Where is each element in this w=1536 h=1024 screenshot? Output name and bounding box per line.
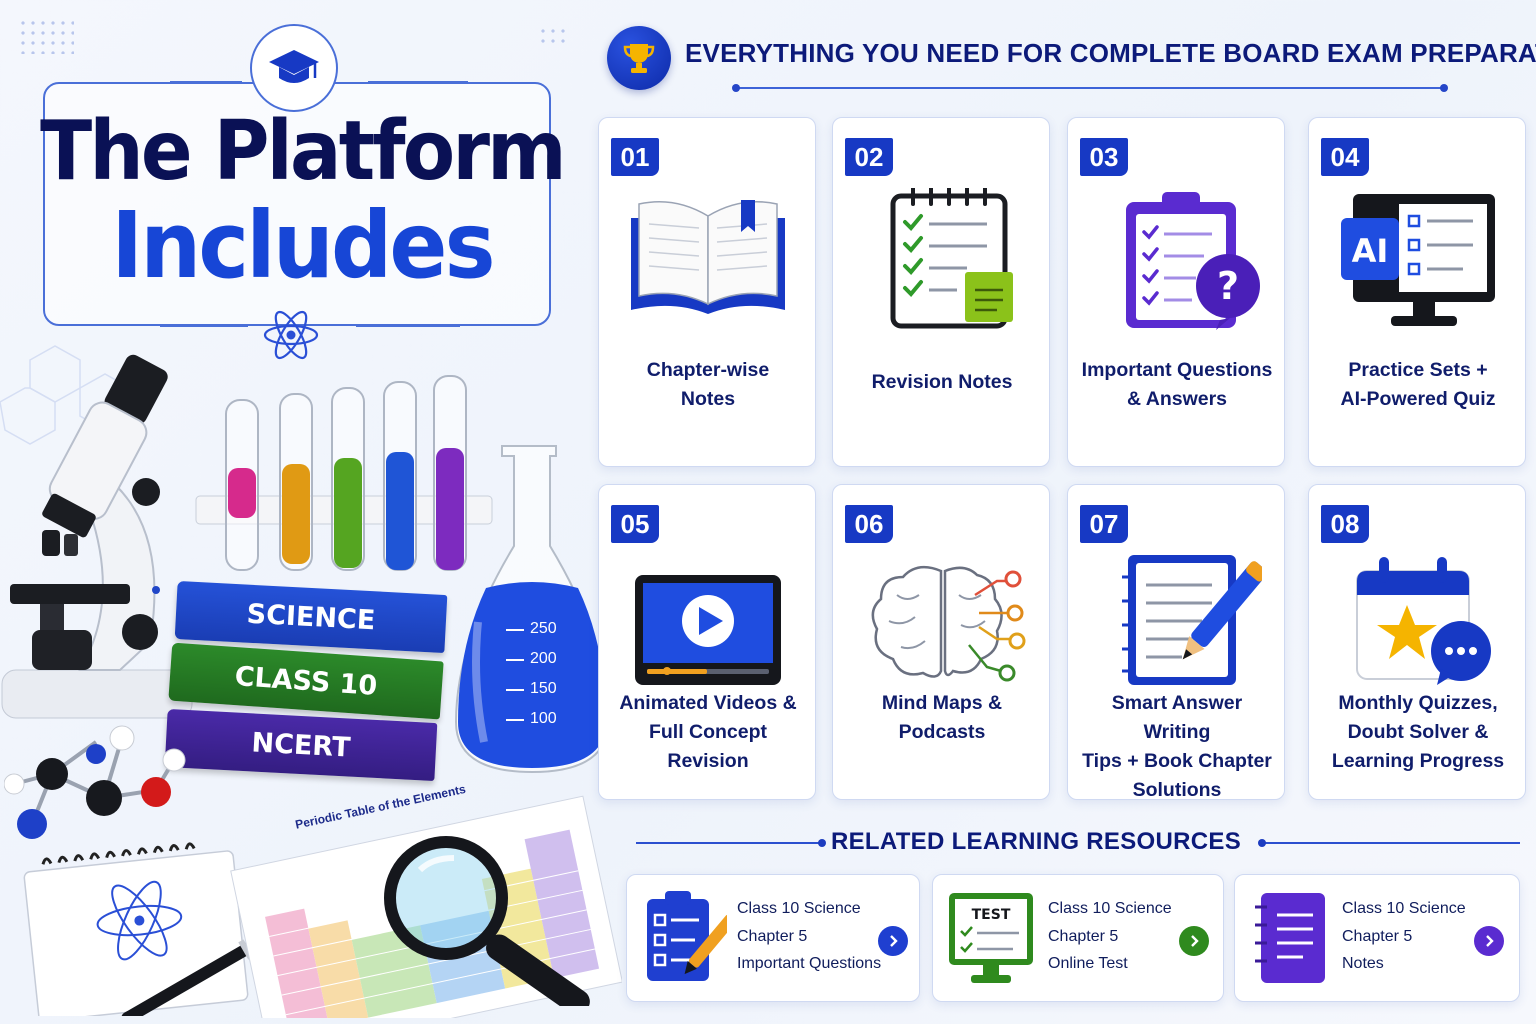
chevron-right-icon[interactable]: [878, 926, 908, 956]
card-number: 06: [845, 505, 893, 543]
related-rule-right: [1258, 839, 1520, 847]
microscope-illustration: [1, 354, 193, 719]
video-player-icon: [635, 575, 781, 685]
book-class10: CLASS 10: [168, 642, 444, 720]
hero-title-line1: The Platform: [40, 104, 566, 199]
chevron-right-icon[interactable]: [1179, 926, 1209, 956]
feature-card-05[interactable]: 05 Animated Videos & Full Concept Revisi…: [598, 484, 816, 800]
feature-card-04[interactable]: 04 AI Practice Sets + AI-Powered Quiz: [1308, 117, 1526, 467]
card-number: 02: [845, 138, 893, 176]
flask-mark: 200: [530, 650, 557, 667]
related-card-online-test[interactable]: TEST Class 10 Science Chapter 5 Online T…: [932, 874, 1224, 1002]
card-number: 07: [1080, 505, 1128, 543]
feature-card-08[interactable]: 08 Monthly Quizzes, Doubt Solver & Learn…: [1308, 484, 1526, 800]
notebook-icon: [1255, 893, 1325, 983]
magnifier-icon: [384, 836, 590, 1006]
atom-icon: [263, 310, 319, 360]
notepad-illustration: [23, 842, 262, 1016]
checklist-notebook-icon: [890, 188, 1013, 329]
chevron-right-icon[interactable]: [1474, 926, 1504, 956]
svg-text:?: ?: [1217, 264, 1239, 308]
clipboard-checklist-icon: [647, 891, 727, 981]
decor-dots: [538, 26, 568, 46]
header-rule: [732, 84, 1448, 92]
related-card-text: Class 10 Science Chapter 5 Online Test: [1048, 900, 1172, 972]
brain-map-icon: [871, 565, 1026, 682]
trophy-icon: [607, 26, 671, 90]
decor-dots: [18, 18, 74, 54]
card-number: 01: [611, 138, 659, 176]
card-label: Practice Sets + AI-Powered Quiz: [1340, 359, 1496, 410]
related-card-important-questions[interactable]: Class 10 Science Chapter 5 Important Que…: [626, 874, 920, 1002]
hero-divider: [170, 81, 242, 83]
ai-monitor-icon: AI: [1341, 194, 1495, 326]
graduation-cap-icon: [250, 24, 338, 112]
feature-card-01[interactable]: 01 Chapter-wise Notes: [598, 117, 816, 467]
hero-frame: [43, 82, 551, 326]
card-label: Mind Maps & Podcasts: [881, 692, 1003, 743]
card-label: Revision Notes: [871, 371, 1013, 393]
test-label: TEST: [972, 907, 1011, 923]
card-number: 05: [611, 505, 659, 543]
related-card-notes[interactable]: Class 10 Science Chapter 5 Notes: [1234, 874, 1520, 1002]
hero-divider: [356, 325, 460, 327]
test-tubes-illustration: [195, 375, 493, 571]
feature-card-07[interactable]: 07 Smart Answer Writing Tips + Book Chap…: [1067, 484, 1285, 801]
calendar-chat-icon: [1356, 557, 1491, 685]
card-label: Chapter-wise Notes: [646, 359, 770, 410]
clipboard-question-icon: ?: [1126, 192, 1260, 330]
molecule-model-illustration: [4, 725, 186, 839]
feature-card-03[interactable]: 03 ? Important Questions & Answers: [1067, 117, 1285, 467]
feature-card-06[interactable]: 06 Mind Maps & Podcasts: [832, 484, 1050, 800]
feature-card-02[interactable]: 02 Revision Notes: [832, 117, 1050, 467]
related-title: RELATED LEARNING RESOURCES: [830, 828, 1242, 855]
book-ncert: NCERT: [164, 708, 438, 782]
flask-mark: 100: [530, 710, 557, 727]
related-card-text: Class 10 Science Chapter 5 Notes: [1342, 900, 1466, 972]
book-science: SCIENCE: [174, 580, 448, 654]
card-label: Monthly Quizzes, Doubt Solver & Learning…: [1331, 692, 1505, 772]
related-rule-left: [636, 839, 826, 847]
ai-badge-text: AI: [1352, 232, 1389, 270]
card-label: Smart Answer Writing Tips + Book Chapter…: [1082, 692, 1272, 801]
header-title: EVERYTHING YOU NEED FOR COMPLETE BOARD E…: [685, 38, 1536, 68]
flask-mark: 150: [530, 680, 557, 697]
card-label: Animated Videos & Full Concept Revision: [619, 692, 797, 772]
open-book-icon: [631, 200, 785, 314]
card-label: Important Questions & Answers: [1081, 359, 1273, 410]
hero-divider: [368, 81, 468, 83]
related-card-text: Class 10 Science Chapter 5 Important Que…: [737, 900, 882, 972]
test-monitor-icon: TEST: [949, 893, 1033, 983]
hero-divider: [160, 325, 248, 327]
card-number: 08: [1321, 505, 1369, 543]
flask-illustration: [454, 445, 610, 774]
hero-title-line2: Includes: [111, 192, 495, 299]
card-number: 04: [1321, 138, 1369, 176]
flask-mark: 250: [530, 620, 557, 637]
card-number: 03: [1080, 138, 1128, 176]
notepad-pen-icon: [1122, 555, 1262, 685]
